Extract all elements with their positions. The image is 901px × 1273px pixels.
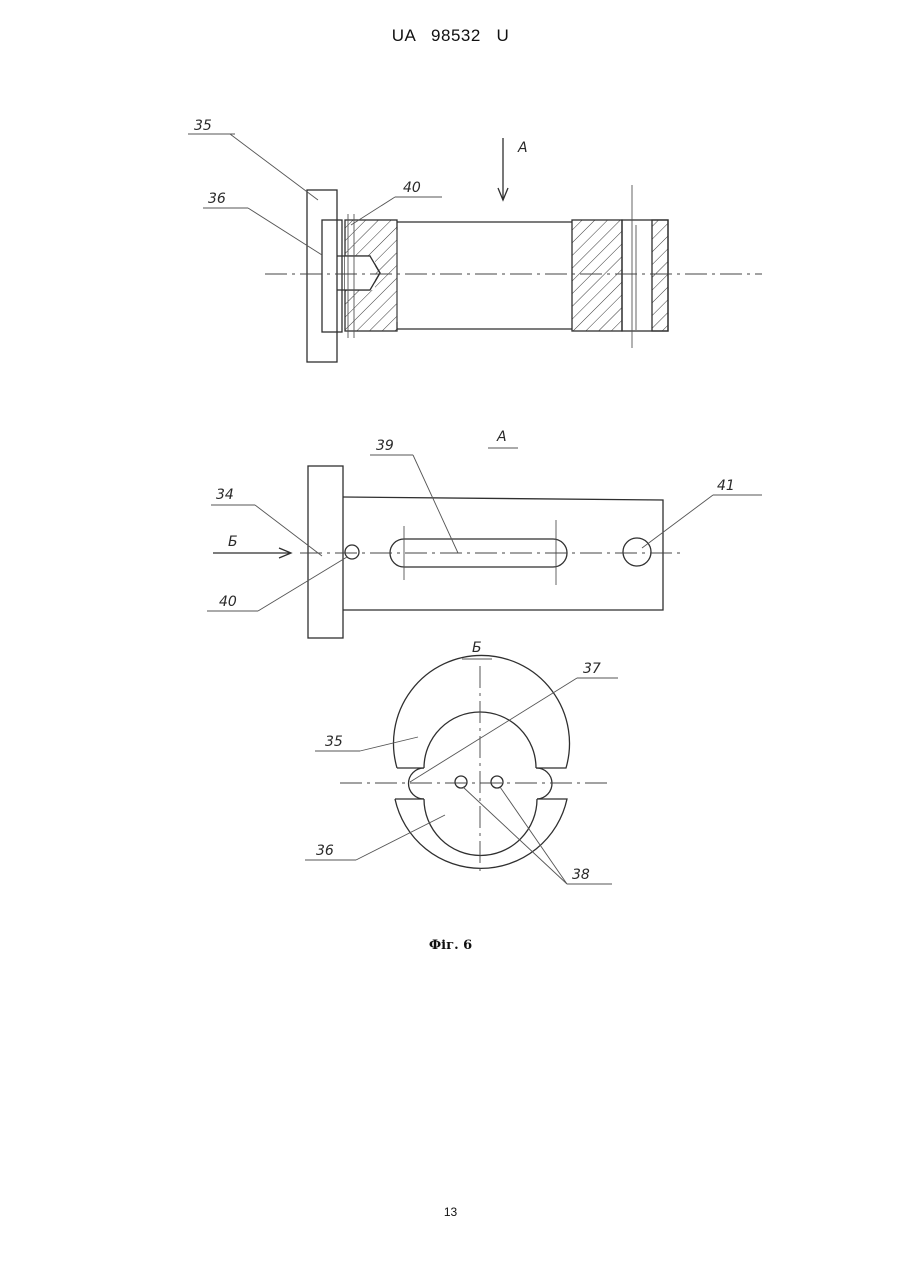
leader-41 (642, 495, 713, 548)
inner-disc (322, 220, 342, 332)
hole-38-left (455, 776, 467, 788)
view-a: А Б 34 39 41 40 (207, 429, 762, 638)
hole-38-right (491, 776, 503, 788)
flange-34 (308, 466, 343, 638)
leader-40-mid (258, 557, 347, 611)
leader-38-a (463, 787, 567, 884)
callout-39: 39 (376, 438, 394, 454)
body-outline (343, 497, 663, 610)
leader-35-bottom (360, 737, 418, 751)
view-a-title: А (496, 429, 507, 445)
callout-37: 37 (583, 661, 601, 677)
callout-41: 41 (717, 478, 735, 494)
hole-40 (345, 545, 359, 559)
callout-35-bottom: 35 (325, 734, 343, 750)
view-b-title: Б (472, 640, 482, 656)
page-number: 13 (0, 1205, 901, 1219)
outer-ring-lower (395, 799, 567, 868)
leader-38-b (500, 787, 567, 884)
leader-39 (413, 455, 458, 553)
leader-35-top (230, 134, 318, 200)
callout-35-top: 35 (194, 118, 212, 134)
callout-34: 34 (216, 487, 234, 503)
hole-41 (623, 538, 651, 566)
callout-38: 38 (572, 867, 590, 883)
leader-37 (410, 678, 577, 782)
leader-34 (255, 505, 322, 556)
view-b: Б 37 35 36 38 (305, 640, 618, 884)
callout-36-top: 36 (208, 191, 226, 207)
leader-36-top (248, 208, 322, 255)
callout-36-bottom: 36 (316, 843, 334, 859)
callout-40-mid: 40 (219, 594, 237, 610)
right-wall-section (572, 220, 622, 331)
inner-disc-lower (424, 799, 537, 856)
figure-caption: Фіг. 6 (0, 938, 901, 953)
arrow-b-label: Б (228, 534, 238, 550)
section-view: А 35 36 40 (188, 118, 762, 362)
callout-40-top: 40 (403, 180, 421, 196)
arrow-a-label: А (517, 140, 528, 156)
